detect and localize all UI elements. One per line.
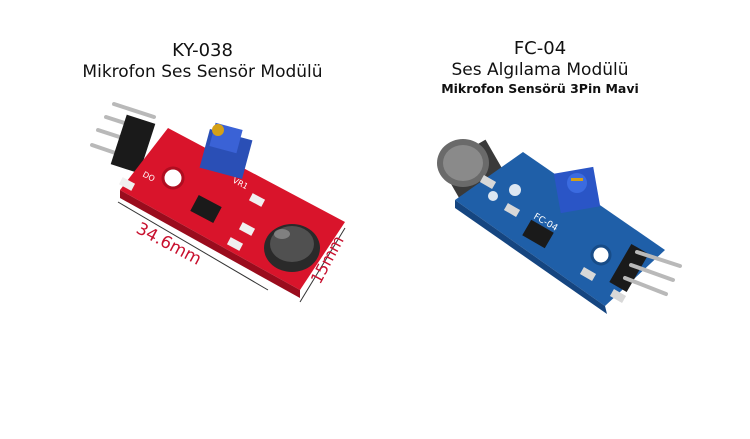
fc04-microphone <box>437 139 506 201</box>
ky038-title: KY-038 <box>172 40 233 61</box>
fc04-pcb <box>455 152 665 314</box>
ky038-microphone <box>264 224 320 272</box>
fc04-board-illustration: FC-04 <box>437 139 682 314</box>
fc04-panel: FC-04 Ses Algılama Modülü Mikrofon Sensö… <box>375 0 750 439</box>
fc04-subtitle: Ses Algılama Modülü <box>451 60 629 80</box>
ky038-subtitle: Mikrofon Ses Sensör Modülü <box>82 62 323 82</box>
ky038-title-block: KY-038 Mikrofon Ses Sensör Modülü <box>30 40 375 83</box>
ky038-smd-components <box>118 177 266 251</box>
fc04-ic-chip <box>522 219 554 249</box>
ky038-panel: KY-038 Mikrofon Ses Sensör Modülü DO VR1… <box>30 40 375 303</box>
fc04-potentiometer <box>553 166 601 214</box>
fc04-smd-components <box>479 175 627 303</box>
ky038-ic-chip <box>190 194 222 224</box>
fc04-pin-header <box>609 243 682 296</box>
ky038-board-illustration: DO VR1 G 34.6 <box>90 102 348 303</box>
ky038-dimension-lines <box>117 201 346 303</box>
fc04-title: FC-04 <box>513 38 567 59</box>
fc04-title-block: FC-04 Ses Algılama Modülü Mikrofon Sensö… <box>375 38 705 97</box>
fc04-caption: Mikrofon Sensörü 3Pin Mavi <box>441 81 639 96</box>
ky038-potentiometer <box>199 122 253 180</box>
ky038-pin-header <box>90 102 156 174</box>
